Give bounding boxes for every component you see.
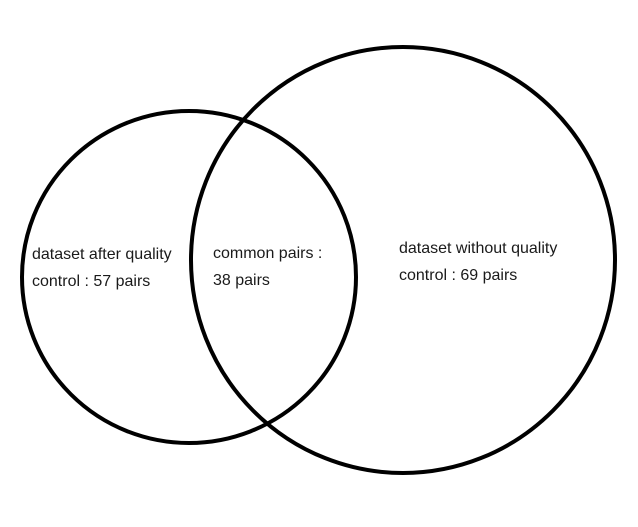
- right-set-label: dataset without quality control : 69 pai…: [399, 235, 557, 289]
- intersection-label: common pairs : 38 pairs: [213, 240, 322, 294]
- right-set-label-line1: dataset without quality: [399, 240, 558, 257]
- left-set-circle: [20, 109, 358, 445]
- right-set-label-line2: control : 69 pairs: [399, 267, 518, 284]
- left-set-label: dataset after quality control : 57 pairs: [32, 241, 172, 295]
- intersection-label-line1: common pairs :: [213, 245, 323, 262]
- left-set-label-line2: control : 57 pairs: [32, 273, 151, 290]
- intersection-label-line2: 38 pairs: [213, 272, 270, 289]
- right-set-circle: [189, 45, 617, 475]
- left-set-label-line1: dataset after quality: [32, 246, 172, 263]
